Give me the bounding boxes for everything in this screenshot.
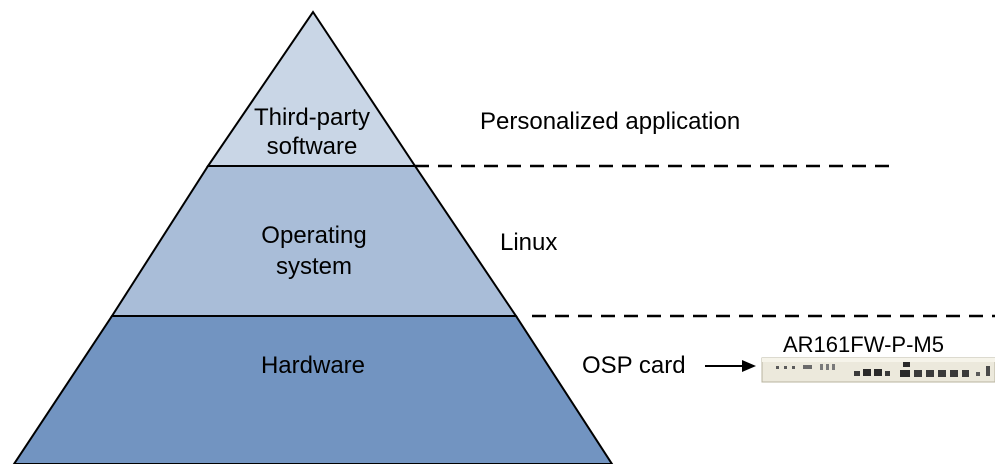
router-device-icon	[761, 357, 995, 383]
layer-third-party-label-line1: Third-party	[254, 104, 370, 131]
layer-hardware-fill	[12, 315, 614, 464]
device-model-label: AR161FW-P-M5	[783, 332, 944, 357]
description-operating-system: Linux	[500, 229, 557, 256]
arrow-right-icon	[705, 360, 756, 372]
description-hardware: OSP card	[582, 352, 686, 379]
layer-third-party-label-line2: software	[267, 133, 358, 160]
layer-operating-system-label-line1: Operating	[261, 222, 366, 249]
layer-operating-system-label-line2: system	[276, 253, 352, 280]
layer-hardware-label: Hardware	[261, 352, 365, 379]
description-third-party: Personalized application	[480, 108, 740, 135]
layer-third-party-fill	[206, 10, 417, 167]
